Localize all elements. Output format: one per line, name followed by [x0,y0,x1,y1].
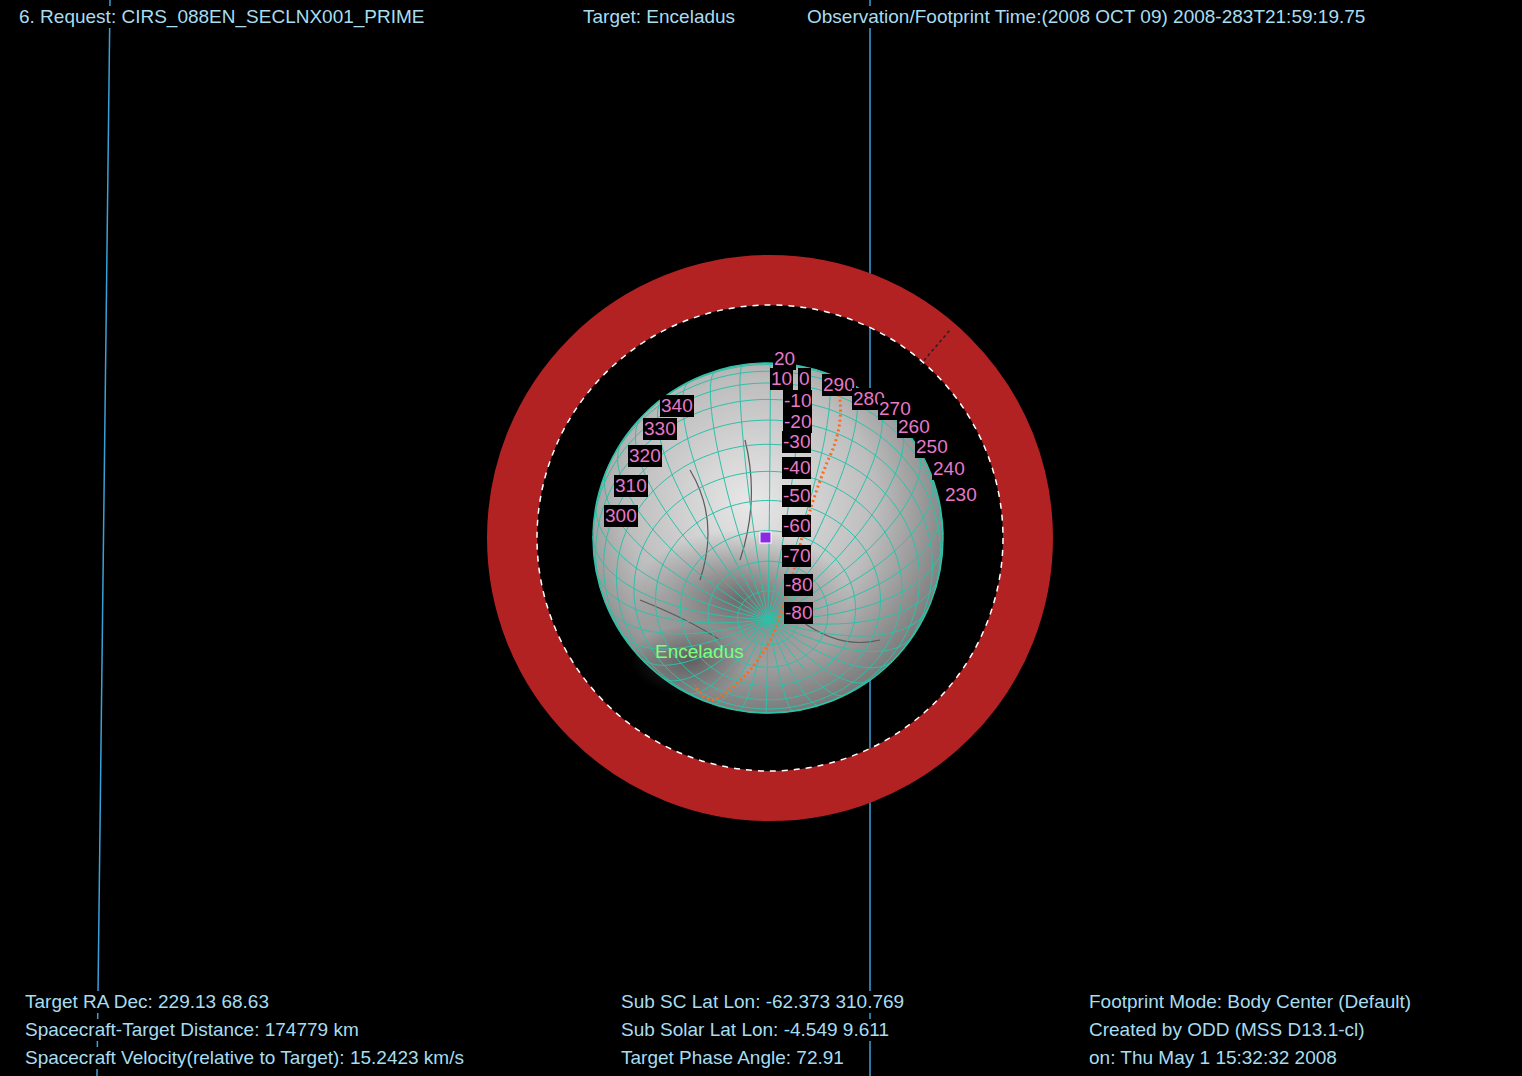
header-text: 6. Request: CIRS_088EN_SECLNX001_PRIME [18,6,426,28]
grid-line [768,475,933,619]
status-text: Spacecraft Velocity(relative to Target):… [24,1047,465,1069]
header-text: Observation/Footprint Time:(2008 OCT 09)… [806,6,1366,28]
grid-line [644,420,933,666]
grid-line [636,383,944,535]
grid-line [593,536,768,619]
status-text: Sub Solar Lat Lon: -4.549 9.611 [620,1019,890,1041]
grid-line [596,571,768,623]
longitude-label: 240 [932,458,966,480]
latitude-label: -80 [784,602,813,624]
longitude-label: 330 [643,418,677,440]
grid-line [617,444,920,713]
grid-line [768,619,869,683]
status-text: Target Phase Angle: 72.91 [620,1047,845,1069]
latitude-label: -30 [782,431,811,453]
grid-line [768,420,904,619]
latitude-label: 20 [773,348,796,370]
longitude-label: 320 [628,445,662,467]
grid-line [768,363,770,619]
longitude-label: 230 [944,484,978,506]
grid-line [768,373,830,619]
grid-line [604,471,768,619]
grid-line [604,471,649,666]
longitude-label: 340 [660,395,694,417]
fov-line [97,0,110,1076]
moon-limb [593,363,943,713]
lat-lon-grid [593,363,943,713]
latitude-label: -70 [782,545,811,567]
boresight-marker [760,532,771,543]
longitude-label: 250 [915,436,949,458]
status-text: Footprint Mode: Body Center (Default) [1088,991,1412,1013]
latitude-label: -10 [783,390,812,412]
latitude-label: -20 [783,411,812,433]
grid-line [683,381,769,619]
longitude-label: 290 [822,374,856,396]
longitude-label: 260 [897,416,931,438]
dashed-circle [537,305,1003,771]
status-text: Sub SC Lat Lon: -62.373 310.769 [620,991,905,1013]
red-ring [512,280,1028,796]
latitude-label: -50 [782,485,811,507]
moon-disk [593,363,943,713]
status-text: on: Thu May 1 15:32:32 2008 [1088,1047,1338,1069]
status-text: Target RA Dec: 229.13 68.63 [24,991,270,1013]
latitude-label: -60 [782,515,811,537]
latitude-label: -80 [784,574,813,596]
grid-line [768,399,882,619]
grid-line [606,605,768,634]
grid-line [768,619,892,668]
grid-line [641,619,768,665]
latitude-label: -40 [782,457,811,479]
grid-line [768,447,921,619]
longitude-label: 300 [604,505,638,527]
latitude-label: 0 [798,368,811,390]
grid-line [766,619,768,713]
latitude-label: 10 [770,368,793,390]
ring-tick [920,330,950,365]
status-text: Spacecraft-Target Distance: 174779 km [24,1019,360,1041]
body-name: Enceladus [654,641,745,663]
status-text: Created by ODD (MSS D13.1-cl) [1088,1019,1366,1041]
grid-line [710,371,768,619]
longitude-label: 310 [614,475,648,497]
header-text: Target: Enceladus [582,6,736,28]
